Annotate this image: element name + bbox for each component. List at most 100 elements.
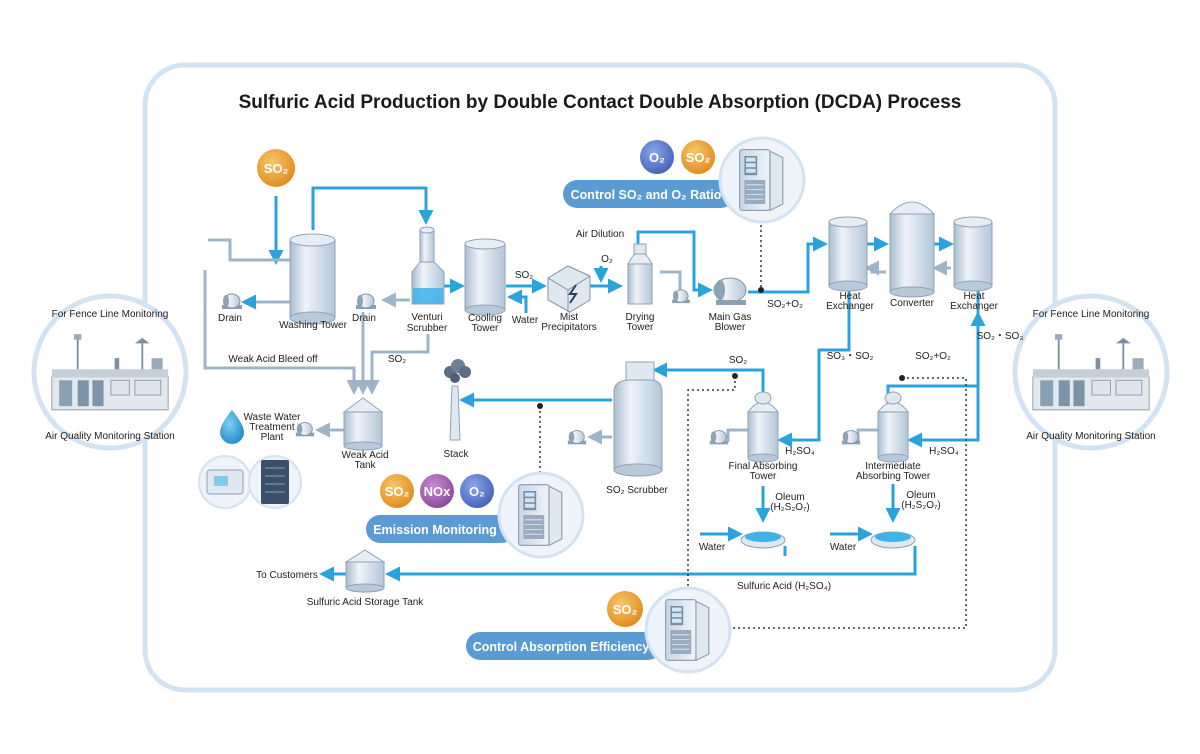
so2-scrubber-vessel [613,361,663,477]
control-ratio-label: Control SO₂ and O₂ Ratio [571,188,722,202]
badge-so2-emission [380,474,414,508]
svg-text:SO₂: SO₂ [264,161,289,176]
svg-text:For Fence Line Monitoring: For Fence Line Monitoring [52,309,169,320]
intermediate-absorbing-tower [876,391,910,463]
dilution-tank-final [740,531,786,549]
label-storage: Sulfuric Acid Storage Tank [307,597,425,608]
final-absorbing-tower [746,391,780,463]
label-wwtp-3: Plant [261,432,284,443]
label-sulfuric-acid: Sulfuric Acid (H₂SO₄) [737,581,831,592]
badge-so2-feed [257,149,295,187]
label-cooling-1: Cooling [468,313,502,324]
label-venturi-1: Venturi [411,312,442,323]
stack [444,359,471,441]
pipe-wash-recycle [208,238,290,262]
label-hx1-2: Exchanger [826,301,874,312]
ratio-analyzer-cabinet [738,149,784,211]
label-drain-left: Drain [218,313,242,324]
absorption-analyzer-cabinet [664,598,710,662]
signal-absorption-line-b [722,377,967,629]
label-so2-cooling: SO₂ [515,270,533,281]
pipe-blower-to-hx [748,236,828,294]
pipe-weak-acid-bleed [203,270,362,395]
sulfuric-acid-storage-tank [344,549,386,593]
label-so3-so2: SO₃・SO₂ [827,351,874,362]
pipe-acid-to-storage [388,546,917,574]
pipe-wash-to-venturi [311,186,434,230]
control-absorption-pill [466,632,662,660]
label-inter-2: Absorbing Tower [856,471,931,482]
air-station-right: For Fence Line Monitoring Air Quality Mo… [1012,293,1170,451]
badge-o2-ratio [640,140,674,174]
badge-nox-emission [420,474,454,508]
label-h2so4-final: H₂SO₄ [785,446,815,457]
label-weak-tank-1: Weak Acid [341,450,388,461]
label-oleum-formula-inter: (H₂S₂O₇) [901,500,941,511]
badge-so2-ratio [681,140,715,174]
svg-text:O₂: O₂ [469,484,485,499]
label-washing-tower: Washing Tower [279,320,347,331]
label-drying-1: Drying [626,312,655,323]
dilution-tank-inter [870,531,916,549]
main-gas-blower [713,277,747,305]
label-blower-2: Blower [715,322,746,333]
pipe-water-cooling [507,289,528,313]
label-drying-2: Tower [627,322,654,333]
label-h2so4-inter: H₂SO₄ [929,446,959,457]
pipe-final-recycle [726,428,748,442]
badge-so2-absorption [607,591,643,627]
label-water-inter: Water [830,542,857,553]
label-so2-so3: SO₂・SO₃ [977,331,1024,342]
label-so2-o2-blower: SO₂+O₂ [767,299,803,310]
label-water-final: Water [699,542,726,553]
water-drop-icon [220,410,244,444]
svg-text:Air Quality Monitoring Station: Air Quality Monitoring Station [1026,431,1156,442]
label-drain-mid: Drain [352,313,376,324]
pipe-venturi-to-tank [364,334,430,395]
label-so2-final: SO₂ [729,355,747,366]
drying-tower [627,243,653,305]
cooling-tower [464,238,506,316]
label-o2-dilution: O₂ [601,254,613,265]
label-oleum-inter: Oleum [906,490,935,501]
label-mist-2: Precipitators [541,322,597,333]
label-final-2: Tower [750,471,777,482]
diagram-title: Sulfuric Acid Production by Double Conta… [239,92,962,113]
stream-labels: SO₂ Water Air Dilution O₂ SO₂+O₂ SO₃・SO₂… [228,229,1023,592]
label-oleum-formula-final: (H₂S₂O₇) [770,502,810,513]
pipe-drying-to-blower [636,230,713,298]
label-wwtp-1: Waste Water [243,412,301,423]
air-station-left: For Fence Line Monitoring Air Quality Mo… [31,293,189,451]
label-weak-tank-2: Tank [354,460,376,471]
signal-absorption-line-a [687,376,736,620]
heat-exchanger-2 [953,216,993,292]
heat-exchanger-1 [828,216,868,292]
control-absorption-label: Control Absorption Efficiency [473,640,650,654]
badge-o2-emission [460,474,494,508]
venturi-scrubber [411,226,445,305]
label-to-customers: To Customers [256,570,318,581]
converter [888,201,936,298]
svg-text:Air Quality Monitoring Station: Air Quality Monitoring Station [45,431,175,442]
svg-text:SO₂: SO₂ [686,150,711,165]
washing-tower [289,233,336,325]
svg-text:NOx: NOx [424,484,452,499]
pipe-converter-return [864,260,886,276]
equipment-labels: Drain Washing Tower Drain Venturi Scrubb… [218,291,999,608]
svg-text:O₂: O₂ [649,150,665,165]
label-so2-scrubber: SO₂ Scrubber [606,485,668,496]
control-emission-label: Emission Monitoring [373,523,497,537]
svg-text:SO₂: SO₂ [385,484,410,499]
weak-acid-tank [342,397,384,451]
label-oleum-final: Oleum [775,492,804,503]
label-water-cooling: Water [512,315,539,326]
label-venturi-2: Scrubber [407,323,448,334]
label-hx1-1: Heat [839,291,860,302]
label-so2-o2-inter: SO₂+O₂ [915,351,951,362]
svg-text:SO₂: SO₂ [613,602,638,617]
label-so2-venturi: SO₂ [388,354,406,365]
control-emission-pill [366,515,516,543]
svg-text:For Fence Line Monitoring: For Fence Line Monitoring [1033,309,1150,320]
pipe-hx2-to-inter [907,286,980,448]
